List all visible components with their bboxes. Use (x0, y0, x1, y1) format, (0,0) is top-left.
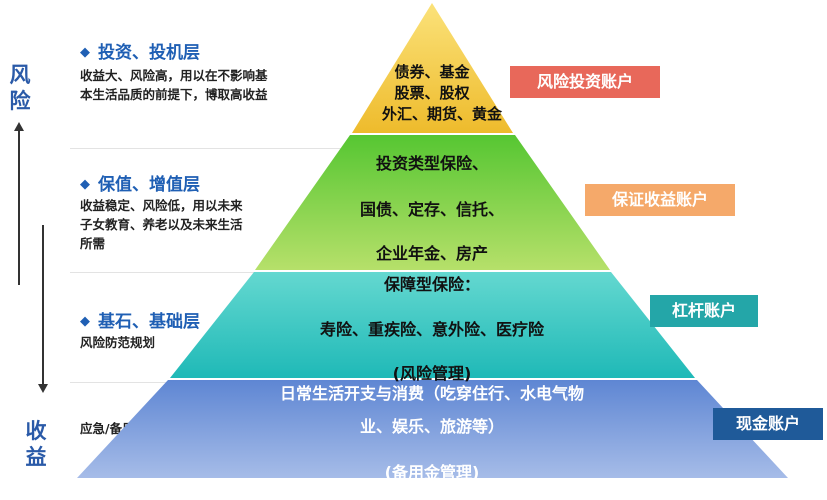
desc-line: 收益大、风险高，用以在不影响基 (80, 68, 268, 83)
pyramid-tier-third (170, 272, 695, 378)
tier-second-line-2: 国债、定存、信托、 (359, 200, 504, 219)
layer-title-speculation: ◆ 投资、投机层 (80, 38, 200, 63)
tier-text-line: 债券、基金 (394, 63, 470, 81)
tier-third-line-2: 寿险、重疾险、意外险、医疗险 (319, 320, 544, 339)
tier-bottom-line-3: (备用金管理) (384, 463, 480, 482)
divider (70, 272, 355, 273)
diamond-icon: ◆ (80, 45, 90, 60)
axis-top-char-1: 风 (9, 63, 31, 87)
layer-title-text: 保值、增值层 (98, 175, 200, 195)
axis-bottom-char-1: 收 (25, 419, 47, 443)
tier-text-line: 股票、股权 (394, 84, 470, 102)
axis-down-line (42, 225, 44, 385)
layer-title-preservation: ◆ 保值、增值层 (80, 170, 200, 195)
axis-bottom-label: 收 益 (24, 418, 48, 470)
arrow-up-icon (14, 122, 24, 131)
account-cash: 现金账户 (713, 408, 823, 440)
desc-line: 收益稳定、风险低，用以未来 (80, 198, 243, 213)
layer-desc-preservation: 收益稳定、风险低，用以未来 子女教育、养老以及未来生活 所需 (80, 196, 243, 253)
pyramid-tier-bottom (77, 380, 788, 478)
arrow-down-icon (38, 384, 48, 393)
tier-third-line-3: (风险管理) (392, 364, 472, 383)
pyramid-tier-top (352, 3, 513, 133)
desc-line: 所需 (80, 236, 106, 251)
tier-third-line-1: 保障型保险： (383, 275, 480, 294)
layer-desc-speculation: 收益大、风险高，用以在不影响基 本生活品质的前提下，博取高收益 (80, 66, 268, 104)
layer-title-text: 基石、基础层 (98, 312, 200, 332)
axis-top-label: 风 险 (8, 62, 32, 114)
desc-line: 子女教育、养老以及未来生活 (80, 217, 243, 232)
account-guaranteed-return: 保证收益账户 (585, 184, 735, 216)
tier-second-line-1: 投资类型保险、 (375, 154, 488, 173)
tier-bottom-line-2: 业、娱乐、旅游等） (359, 417, 504, 436)
account-risk-investment: 风险投资账户 (510, 66, 660, 98)
divider (70, 148, 355, 149)
pyramid-tier-second (255, 135, 610, 270)
desc-line: 本生活品质的前提下，博取高收益 (80, 87, 268, 102)
diamond-icon: ◆ (80, 314, 90, 329)
axis-bottom-char-2: 益 (25, 445, 47, 469)
account-leverage: 杠杆账户 (650, 295, 758, 327)
diamond-icon: ◆ (80, 177, 90, 192)
tier-bottom-line-1: 日常生活开支与消费（吃穿住行、水电气物 (279, 384, 584, 403)
layer-desc-foundation: 风险防范规划 (80, 333, 155, 352)
axis-up-line (18, 130, 20, 285)
layer-title-foundation: ◆ 基石、基础层 (80, 307, 200, 332)
tier-top-text: 债券、基金 股票、股权 外汇、期货、黄金 (382, 62, 503, 125)
tier-text-line: 外汇、期货、黄金 (382, 105, 503, 123)
axis-top-char-2: 险 (9, 89, 31, 113)
tier-second-line-3: 企业年金、房产 (375, 244, 488, 263)
desc-line: 风险防范规划 (80, 335, 156, 350)
layer-title-text: 投资、投机层 (98, 43, 200, 63)
